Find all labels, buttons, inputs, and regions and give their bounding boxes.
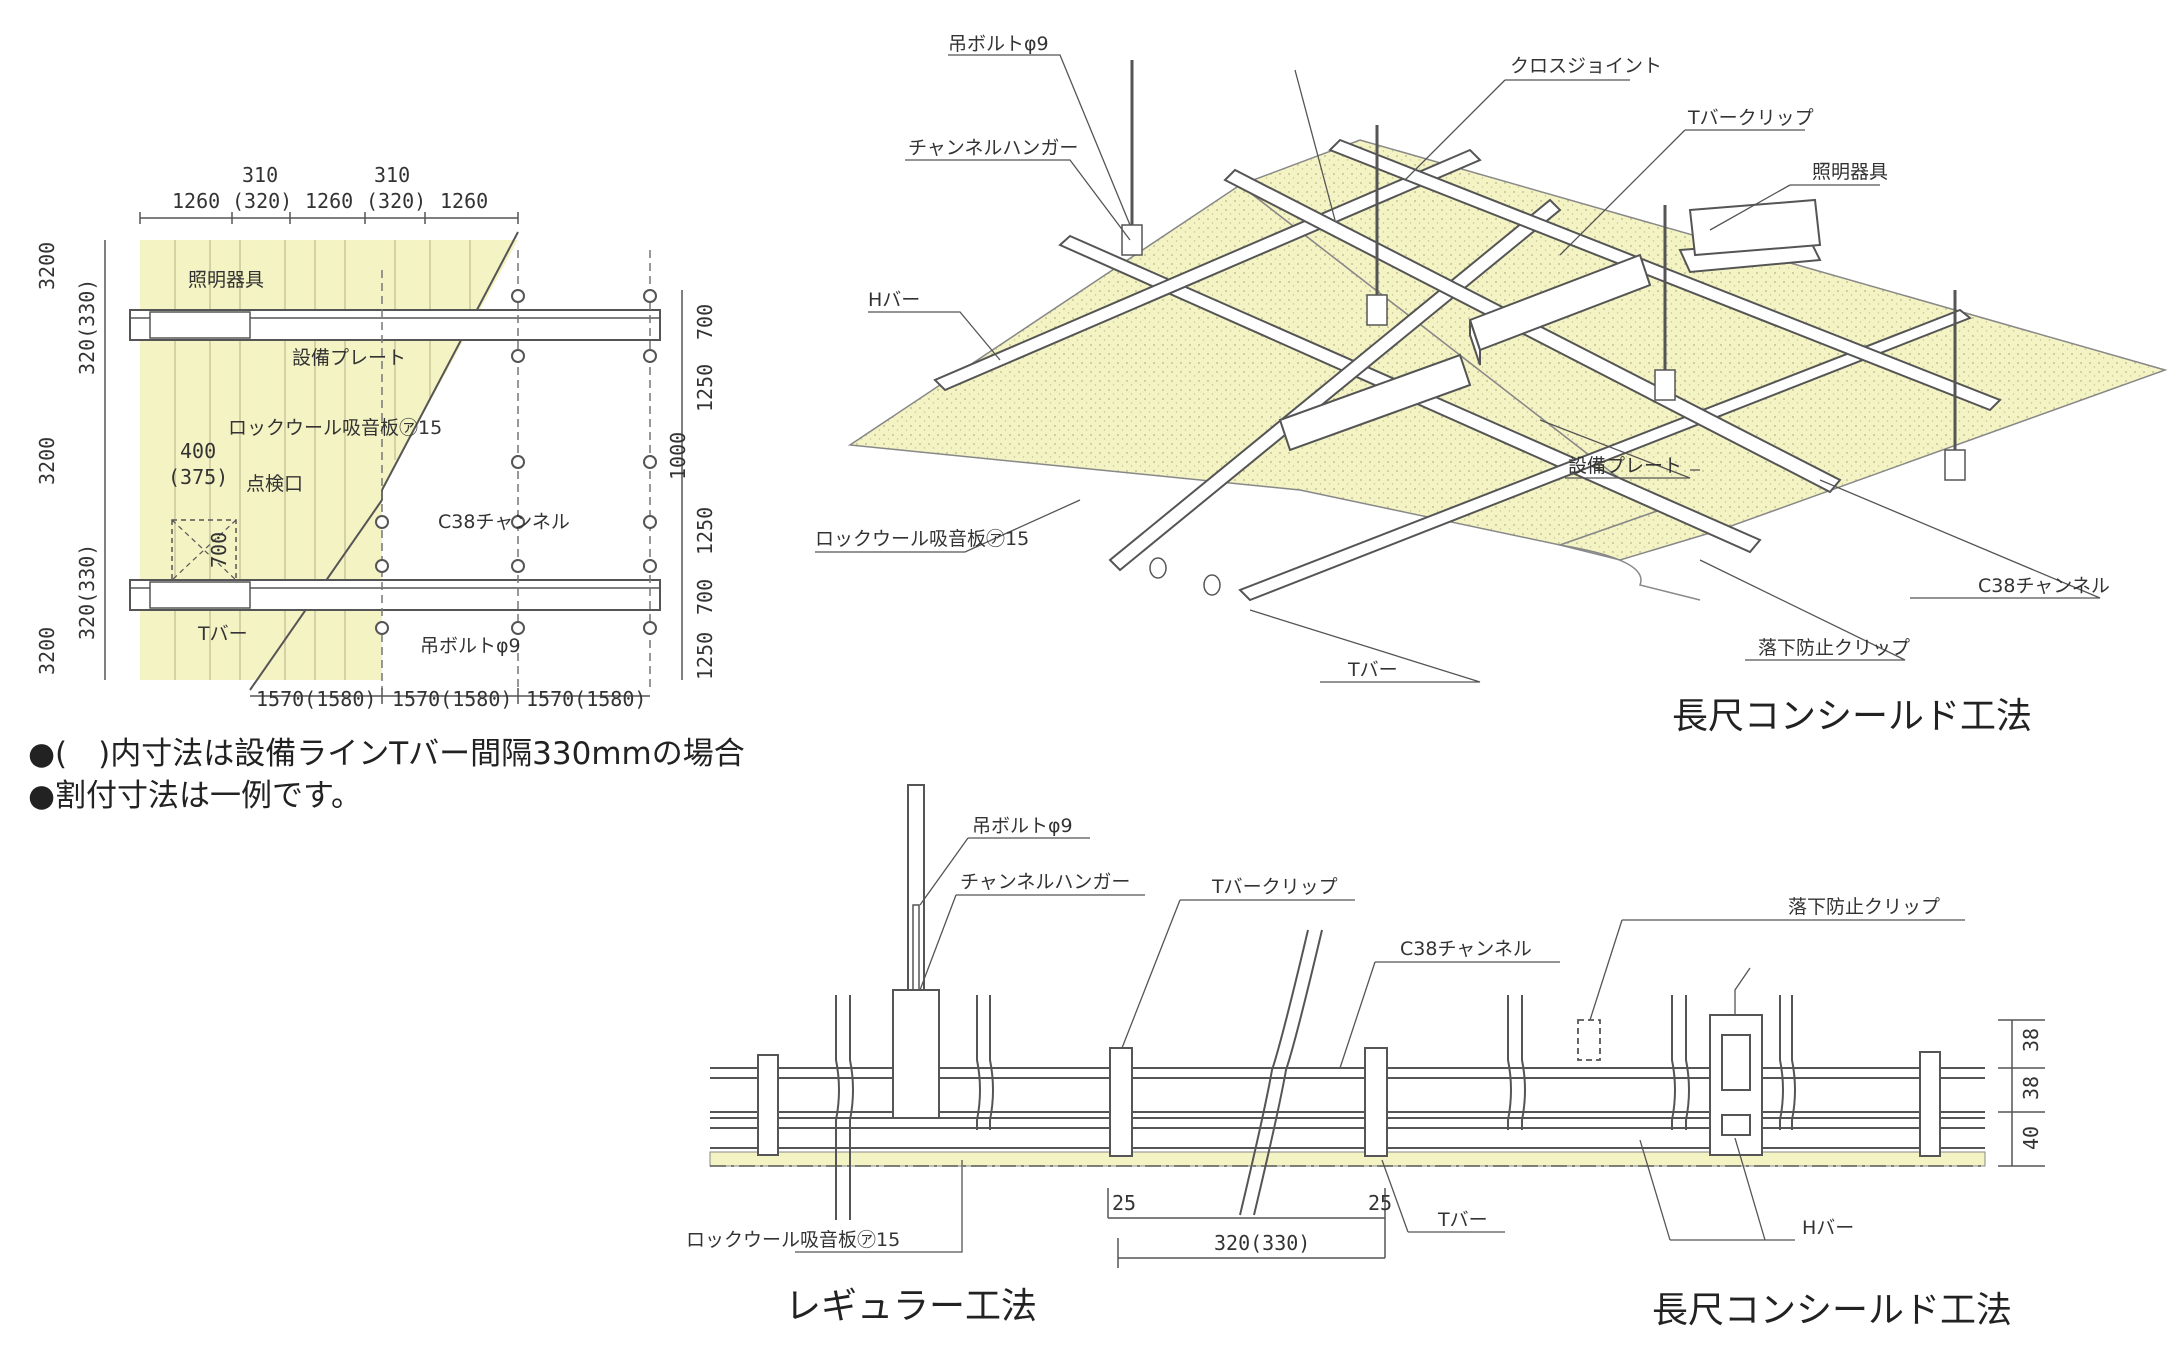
section-board: [709, 1151, 1986, 1167]
plan-right-dim: 1250: [693, 632, 717, 680]
plan-hatch-dim: (375): [168, 465, 228, 489]
plan-view: 1260 310 (320) 1260 310 (320) 1260 3200 …: [35, 163, 717, 711]
plan-label-equipment-plate: 設備プレート: [292, 347, 406, 369]
plan-label-bolt: 吊ボルトφ9: [420, 635, 521, 657]
section-title-regular: レギュラー工法: [785, 1286, 1037, 1327]
iso-label-tbar-clip: Tバークリップ: [1687, 107, 1814, 129]
note-line-1: ●( )内寸法は設備ラインTバー間隔330mmの場合: [28, 736, 745, 772]
iso-light-fixture-2: [1678, 198, 1822, 274]
plan-top-dim: 1260: [440, 189, 488, 213]
plan-right-dim: 700: [693, 579, 717, 615]
iso-label-lighting: 照明器具: [1812, 161, 1888, 183]
plan-left-dim: 320(330): [75, 279, 99, 375]
plan-top-dim: 1260: [305, 189, 353, 213]
section-dim-25a: 25: [1112, 1191, 1136, 1215]
iso-label-bolt: 吊ボルトφ9: [948, 33, 1049, 55]
plan-board-area: [140, 240, 518, 680]
note-line-2: ●割付寸法は一例です。: [28, 778, 362, 814]
iso-label-anti-fall: 落下防止クリップ: [1758, 637, 1910, 659]
iso-label-c38: C38チャンネル: [1978, 575, 2110, 597]
plan-top-dim: (320): [232, 189, 292, 213]
section-label-tbar-clip: Tバークリップ: [1211, 876, 1338, 898]
section-dim-38a: 38: [2019, 1028, 2043, 1052]
section-dim-spacing: 320(330): [1214, 1231, 1310, 1255]
plan-top-dim: 1260: [172, 189, 220, 213]
section-label-hbar: Hバー: [1802, 1217, 1854, 1239]
plan-right-dim: 1250: [693, 507, 717, 555]
plan-left-dim: 3200: [35, 242, 59, 290]
plan-label-tbar: Tバー: [197, 623, 248, 645]
isometric-view: 吊ボルトφ9 クロスジョイント チャンネルハンガー Tバークリップ 照明器具 H…: [815, 33, 2168, 737]
iso-label-tbar: Tバー: [1347, 659, 1398, 681]
plan-left-dim: 320(330): [75, 544, 99, 640]
plan-right-dim: 1000: [666, 432, 690, 480]
section-label-bolt: 吊ボルトφ9: [972, 815, 1073, 837]
iso-label-rockwool: ロックウール吸音板㋐15: [815, 528, 1029, 550]
section-view: 38 38 40 25 25 320(330): [686, 784, 2045, 1331]
plan-label-rockwool: ロックウール吸音板㋐15: [228, 417, 442, 439]
section-label-channel-hanger: チャンネルハンガー: [960, 871, 1130, 893]
plan-bottom-dim: 1570(1580): [256, 687, 376, 711]
section-title-concealed: 長尺コンシールド工法: [1652, 1290, 2012, 1331]
iso-light-fixture: [1278, 253, 1652, 452]
plan-label-inspection: 点検口: [246, 473, 303, 495]
iso-label-hbar: Hバー: [868, 289, 920, 311]
plan-hatch-dim: 700: [207, 532, 231, 568]
plan-left-dim: 3200: [35, 437, 59, 485]
iso-label-equipment-plate: 設備プレート: [1568, 455, 1682, 477]
plan-top-dim: (320): [366, 189, 426, 213]
plan-top-dim: 310: [242, 163, 278, 187]
iso-title: 長尺コンシールド工法: [1672, 696, 2032, 737]
section-dim-40: 40: [2019, 1126, 2043, 1150]
section-label-rockwool: ロックウール吸音板㋐15: [686, 1229, 900, 1251]
plan-bottom-dim: 1570(1580): [392, 687, 512, 711]
plan-label-c38: C38チャンネル: [438, 511, 570, 533]
plan-label-lighting: 照明器具: [188, 269, 264, 291]
iso-label-channel-hanger: チャンネルハンガー: [908, 137, 1078, 159]
plan-top-dim: 310: [374, 163, 410, 187]
plan-right-dim: 700: [693, 304, 717, 340]
section-dim-38b: 38: [2019, 1076, 2043, 1100]
section-label-c38: C38チャンネル: [1400, 938, 1532, 960]
iso-label-cross-joint: クロスジョイント: [1510, 55, 1662, 77]
section-label-anti-fall: 落下防止クリップ: [1788, 896, 1940, 918]
plan-right-dim: 1250: [693, 364, 717, 412]
section-label-tbar: Tバー: [1437, 1209, 1488, 1231]
section-dim-25b: 25: [1368, 1191, 1392, 1215]
plan-left-dim: 3200: [35, 627, 59, 675]
plan-bottom-dim: 1570(1580): [526, 687, 646, 711]
plan-hatch-dim: 400: [180, 439, 216, 463]
